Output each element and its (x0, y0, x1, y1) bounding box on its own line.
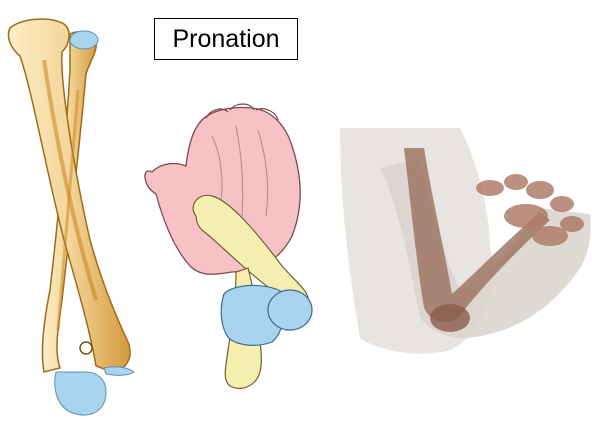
pronated-hand-illustration (132, 96, 332, 396)
pronated-forearm-render (340, 128, 592, 360)
proximal-cartilage (70, 31, 98, 49)
crossed-forearm-bones-illustration (0, 0, 150, 424)
hand-outline (145, 108, 300, 275)
distal-cartilage (55, 372, 106, 415)
diagram-title: Pronation (154, 18, 298, 60)
